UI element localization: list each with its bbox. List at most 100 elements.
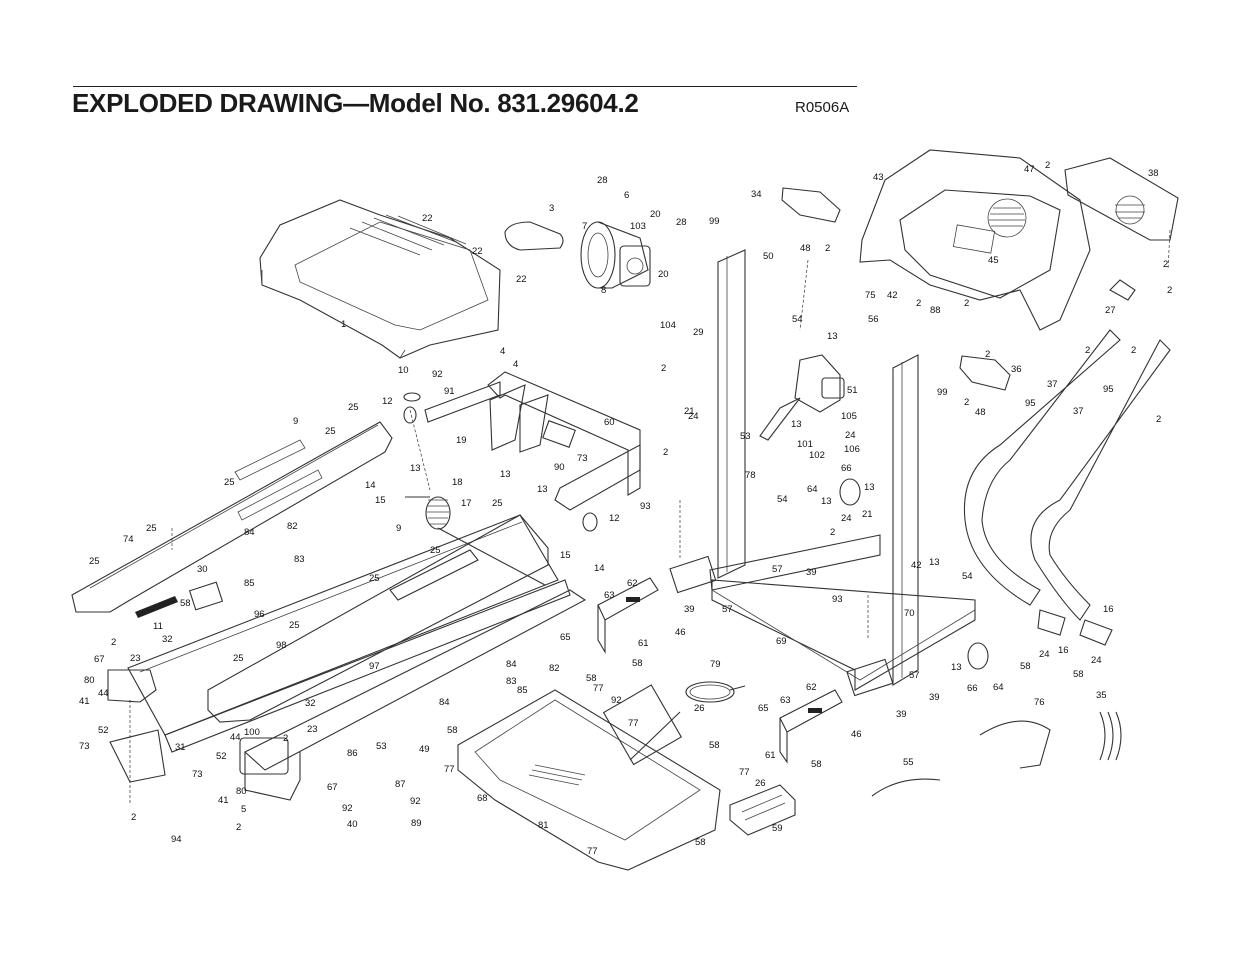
base-pan: [457, 684, 721, 871]
callout-8: 8: [601, 285, 606, 296]
callout-99: 99: [937, 387, 948, 398]
lift-frame: [424, 371, 641, 511]
callout-58: 58: [1020, 661, 1031, 672]
callout-2: 2: [663, 447, 668, 458]
callout-26: 26: [694, 703, 705, 714]
callout-2: 2: [830, 527, 835, 538]
callout-26: 26: [755, 778, 766, 789]
callout-92: 92: [432, 369, 443, 380]
callout-36: 36: [1011, 364, 1022, 375]
callout-92: 92: [410, 796, 421, 807]
callout-1: 1: [341, 319, 346, 330]
callout-62: 62: [806, 682, 817, 693]
callout-88: 88: [930, 305, 941, 316]
callout-57: 57: [772, 564, 783, 575]
callout-101: 101: [797, 439, 813, 450]
console-assembly: [859, 149, 1179, 331]
callout-10: 10: [398, 365, 409, 376]
callout-86: 86: [347, 748, 358, 759]
callout-21: 21: [684, 406, 695, 417]
callout-77: 77: [739, 767, 750, 778]
drawing-code: R0506A: [795, 99, 850, 116]
callout-13: 13: [500, 469, 511, 480]
callout-57: 57: [909, 670, 920, 681]
callout-58: 58: [695, 837, 706, 848]
callout-77: 77: [444, 764, 455, 775]
callout-57: 57: [722, 604, 733, 615]
callout-100: 100: [244, 727, 260, 738]
callout-13: 13: [951, 662, 962, 673]
callout-2: 2: [1163, 259, 1168, 270]
callout-48: 48: [975, 407, 986, 418]
callout-44: 44: [98, 688, 109, 699]
incline-motor: [759, 354, 845, 441]
callout-54: 54: [792, 314, 803, 325]
callout-13: 13: [929, 557, 940, 568]
callout-15: 15: [560, 550, 571, 561]
callout-2: 2: [111, 637, 116, 648]
callout-62: 62: [627, 578, 638, 589]
callout-61: 61: [638, 638, 649, 649]
callout-28: 28: [676, 217, 687, 228]
callout-63: 63: [780, 695, 791, 706]
callout-93: 93: [832, 594, 843, 605]
callout-25: 25: [289, 620, 300, 631]
callout-58: 58: [180, 598, 191, 609]
callout-95: 95: [1103, 384, 1114, 395]
callout-73: 73: [192, 769, 203, 780]
callout-91: 91: [444, 386, 455, 397]
controller-board: [729, 784, 796, 836]
end-caps: [107, 669, 166, 783]
callout-105: 105: [841, 411, 857, 422]
callout-30: 30: [197, 564, 208, 575]
callout-78: 78: [745, 470, 756, 481]
callout-77: 77: [628, 718, 639, 729]
callout-98: 98: [276, 640, 287, 651]
callout-13: 13: [821, 496, 832, 507]
callout-19: 19: [456, 435, 467, 446]
callout-96: 96: [254, 609, 265, 620]
callout-58: 58: [447, 725, 458, 736]
callout-83: 83: [506, 676, 517, 687]
callout-2: 2: [825, 243, 830, 254]
callout-32: 32: [305, 698, 316, 709]
callout-83: 83: [294, 554, 305, 565]
callout-21: 21: [862, 509, 873, 520]
callout-92: 92: [611, 695, 622, 706]
callout-4: 4: [500, 346, 505, 357]
callout-2: 2: [283, 733, 288, 744]
handrails: [963, 329, 1171, 646]
callout-11: 11: [153, 621, 163, 632]
callout-25: 25: [325, 426, 336, 437]
drive-motor: [504, 221, 651, 289]
callout-41: 41: [79, 696, 90, 707]
callout-102: 102: [809, 450, 825, 461]
callout-23: 23: [130, 653, 141, 664]
walking-deck: [127, 514, 571, 753]
callout-14: 14: [594, 563, 605, 574]
callout-54: 54: [962, 571, 973, 582]
callout-39: 39: [929, 692, 940, 703]
callout-82: 82: [549, 663, 560, 674]
callout-13: 13: [537, 484, 548, 495]
callout-53: 53: [376, 741, 387, 752]
callout-81: 81: [538, 820, 549, 831]
callout-75: 75: [865, 290, 876, 301]
callout-22: 22: [422, 213, 433, 224]
callout-85: 85: [244, 578, 255, 589]
callout-89: 89: [411, 818, 422, 829]
callout-34: 34: [751, 189, 762, 200]
callout-2: 2: [131, 812, 136, 823]
callout-13: 13: [827, 331, 838, 342]
callout-56: 56: [868, 314, 879, 325]
callout-29: 29: [693, 327, 704, 338]
callout-48: 48: [800, 243, 811, 254]
front-roller: [405, 496, 546, 586]
callout-58: 58: [1073, 669, 1084, 680]
callout-25: 25: [224, 477, 235, 488]
callout-13: 13: [791, 419, 802, 430]
callout-32: 32: [162, 634, 173, 645]
callout-37: 37: [1047, 379, 1058, 390]
